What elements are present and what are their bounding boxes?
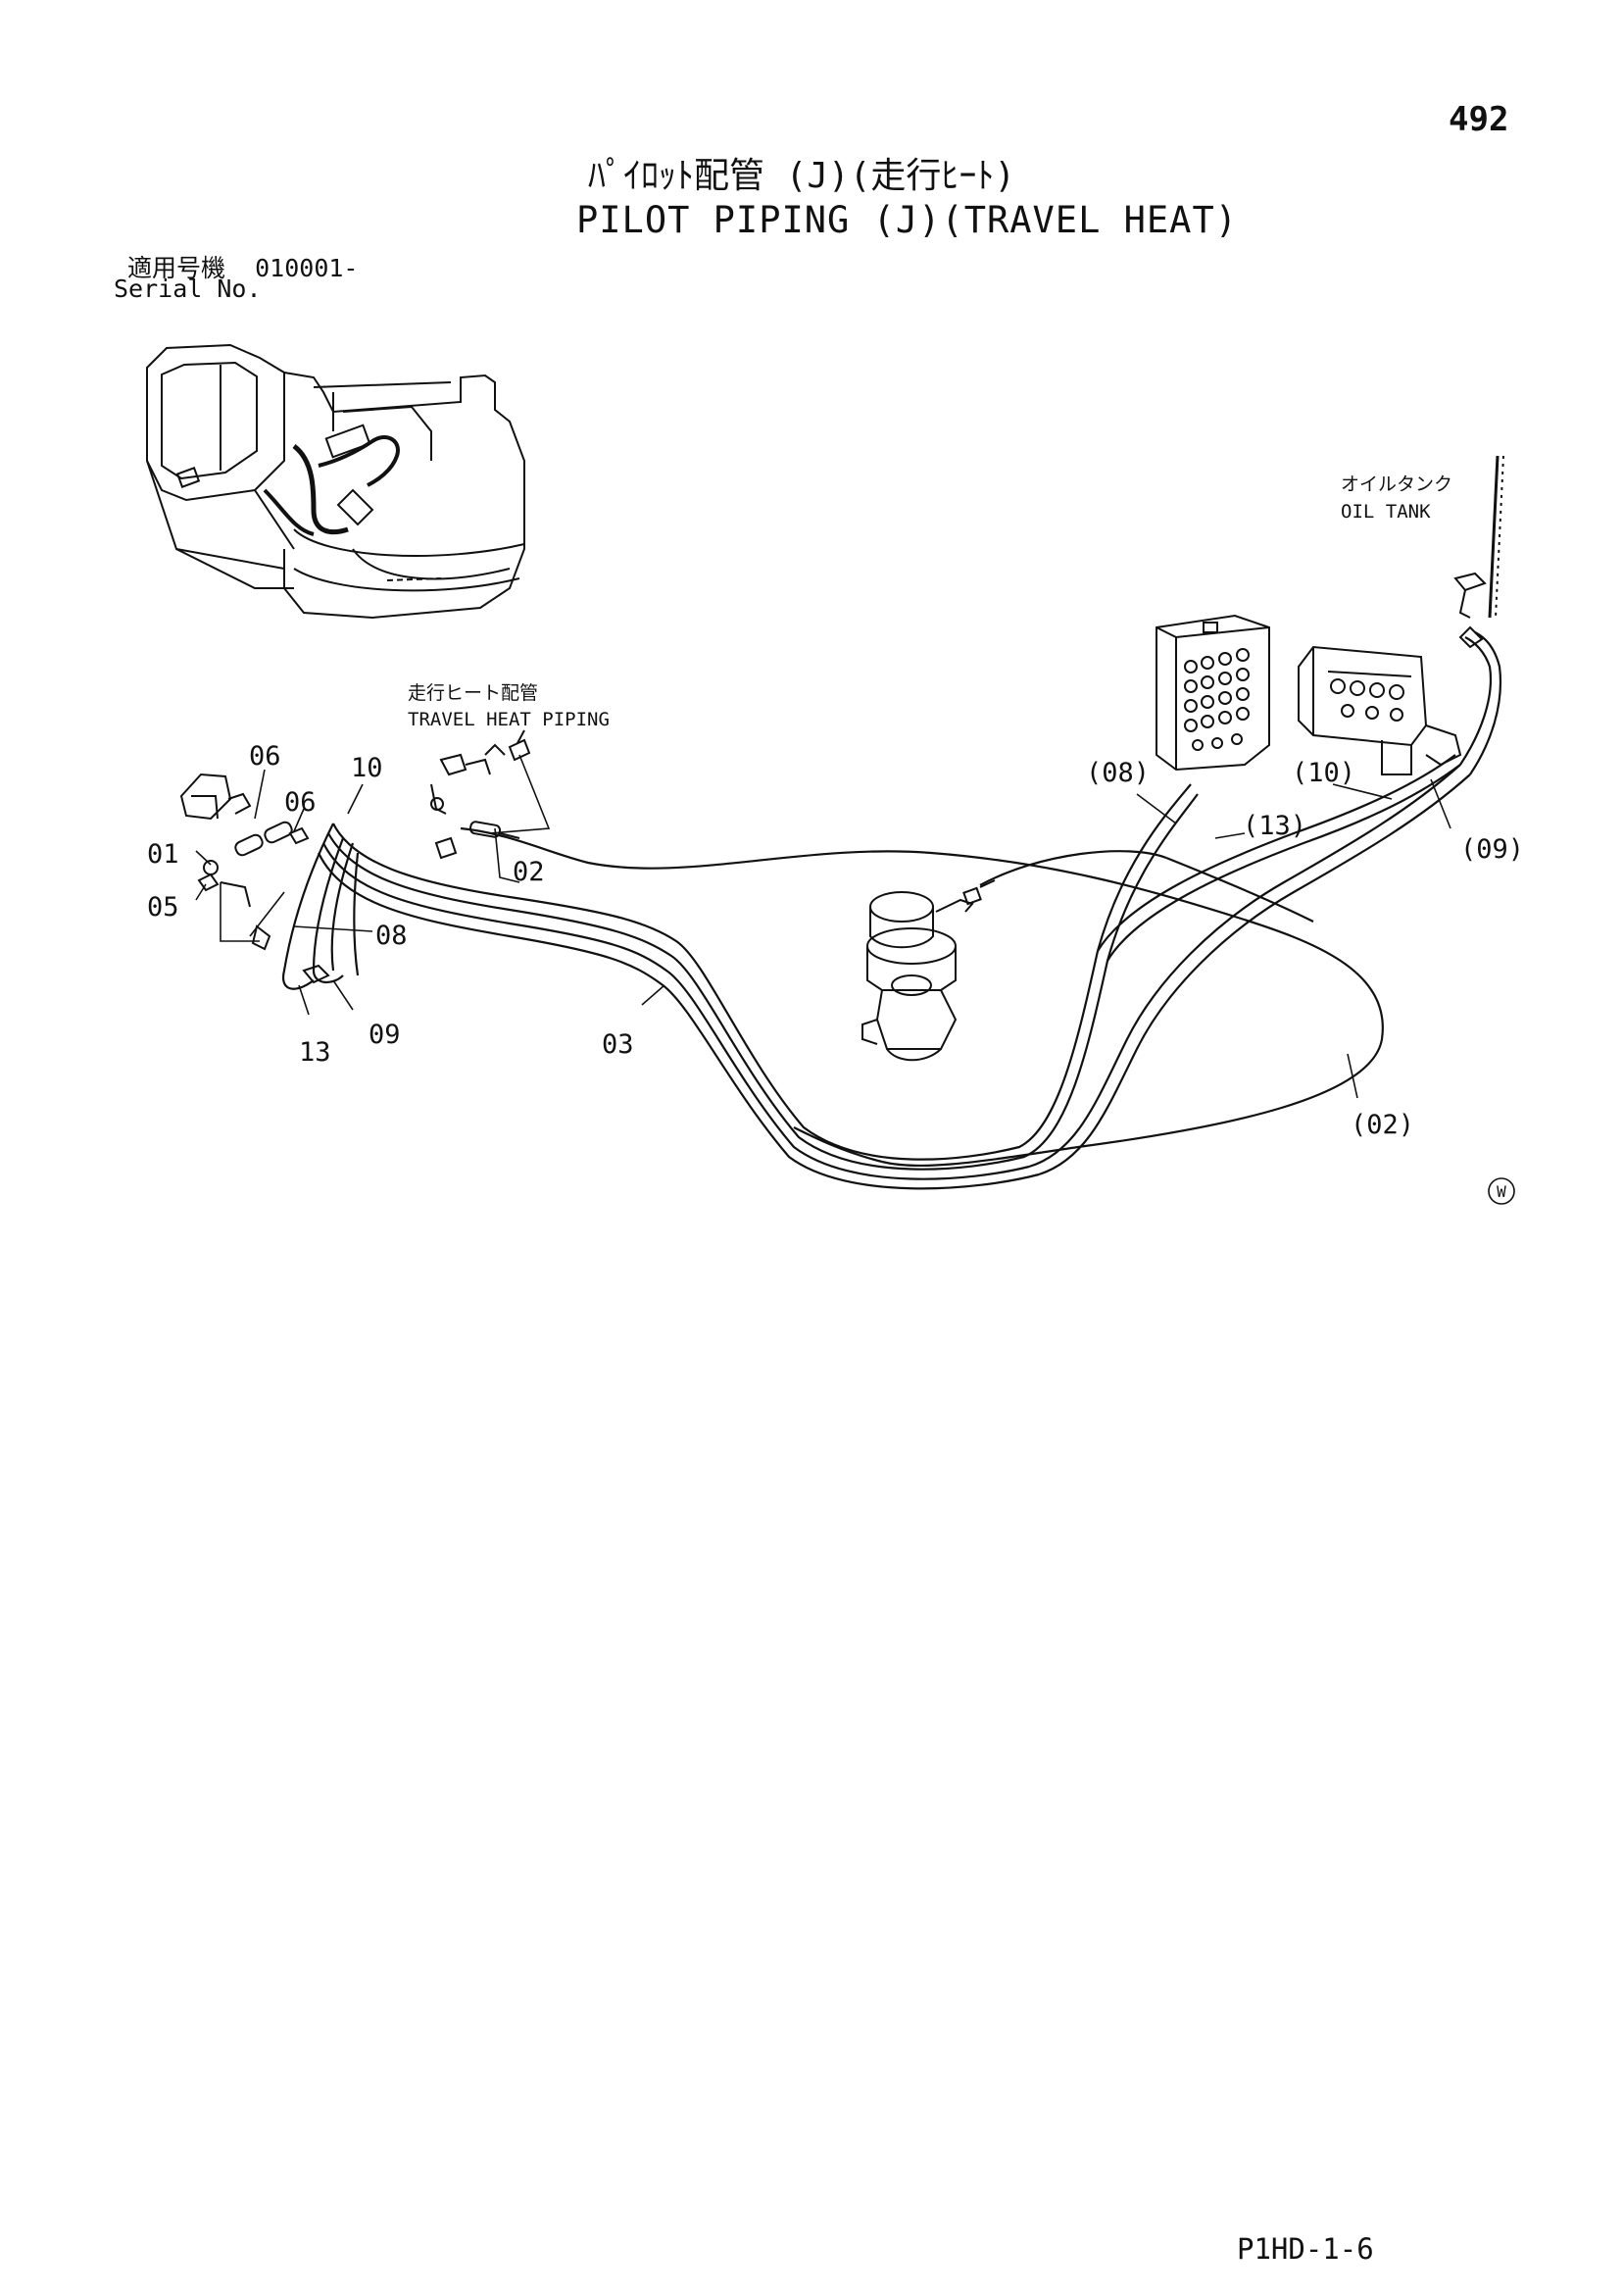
part-reference-labels: 06 06 10 01 05 02 08 13 09 03 (08) (10) …	[147, 741, 1524, 1140]
part-ref-08: 08	[375, 921, 408, 951]
travel-heat-label-english: TRAVEL HEAT PIPING	[408, 709, 610, 730]
circled-w-mark: W	[1488, 1177, 1515, 1205]
excavator-overview-illustration	[146, 343, 525, 620]
part-ref-09: 09	[369, 1020, 401, 1050]
oil-tank-label-english: OIL TANK	[1341, 501, 1431, 523]
travel-heat-piping-detail	[430, 729, 531, 860]
oil-tank-port	[1453, 455, 1504, 649]
part-ref-13: 13	[299, 1037, 331, 1068]
circled-w-letter: W	[1497, 1182, 1506, 1201]
control-valve	[1298, 645, 1462, 775]
left-fittings-cluster	[179, 773, 330, 984]
part-ref-06-upper: 06	[249, 741, 281, 772]
callout-labels: オイルタンク OIL TANK 走行ヒート配管 TRAVEL HEAT PIPI…	[408, 474, 1452, 730]
travel-heat-label-japanese: 走行ヒート配管	[408, 682, 538, 704]
page-title-japanese: ﾊﾟｲﾛｯﾄ配管 (J)(走行ﾋｰﾄ)	[588, 156, 1016, 196]
part-ref-03: 03	[602, 1029, 634, 1060]
part-ref-09-paren: (09)	[1460, 834, 1524, 865]
part-ref-08-paren: (08)	[1086, 758, 1150, 788]
serial-label-english: Serial No.	[114, 275, 262, 303]
part-ref-02-paren: (02)	[1351, 1110, 1414, 1140]
footer-code: P1HD-1-6	[1237, 2232, 1374, 2266]
pilot-valve-block	[1156, 614, 1270, 772]
part-ref-10-paren: (10)	[1292, 758, 1355, 788]
serial-number-line: 適用号機 010001-	[127, 249, 358, 284]
serial-label-japanese: 適用号機	[127, 254, 226, 282]
oil-tank-label-japanese: オイルタンク	[1341, 474, 1452, 495]
part-ref-13-paren: (13)	[1243, 811, 1306, 841]
serial-value: 010001-	[255, 254, 359, 282]
part-ref-01: 01	[147, 839, 179, 870]
center-joint	[861, 879, 996, 1062]
part-ref-06-lower: 06	[284, 787, 317, 818]
page-number: 492	[1449, 100, 1509, 139]
part-ref-02: 02	[513, 857, 545, 887]
pilot-hoses	[281, 631, 1501, 1190]
part-ref-05: 05	[147, 892, 179, 923]
part-ref-10: 10	[351, 753, 383, 783]
page-title-english: PILOT PIPING (J)(TRAVEL HEAT)	[576, 199, 1239, 241]
